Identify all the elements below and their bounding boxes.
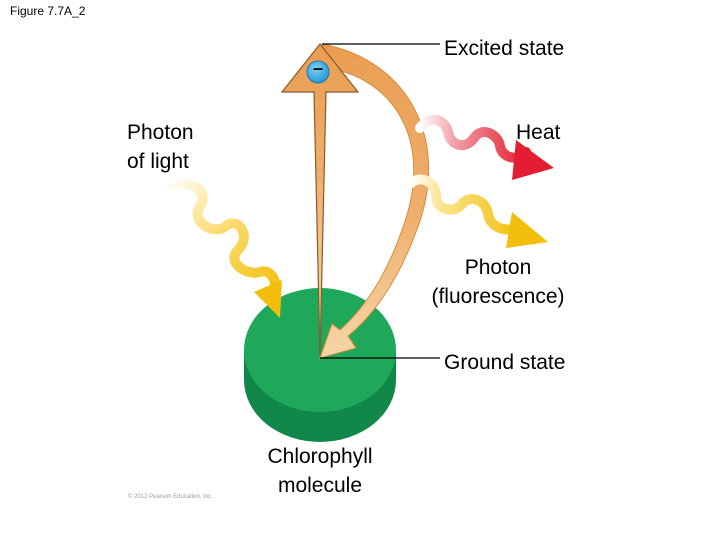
fluorescence-arrowhead	[506, 212, 548, 248]
heat-label: Heat	[516, 118, 560, 147]
copyright-notice: © 2012 Pearson Education, Inc.	[128, 494, 213, 500]
photon-of-light-line2: of light	[127, 147, 194, 176]
photon-of-light-label: Photon of light	[127, 118, 194, 176]
chlorophyll-line2: molecule	[240, 471, 400, 500]
ground-state-label: Ground state	[444, 348, 565, 377]
chlorophyll-molecule-label: Chlorophyll molecule	[240, 442, 400, 500]
figure-label: Figure 7.7A_2	[10, 4, 85, 18]
excited-state-label: Excited state	[444, 34, 564, 63]
electron-minus-sign: –	[310, 58, 326, 79]
photon-fluorescence-line1: Photon	[410, 253, 586, 282]
photon-fluorescence-line2: (fluorescence)	[410, 282, 586, 311]
incoming-photon-wave	[166, 183, 282, 318]
photon-fluorescence-label: Photon (fluorescence)	[410, 253, 586, 311]
photon-of-light-line1: Photon	[127, 118, 194, 147]
fluorescence-photon-wave	[410, 180, 548, 248]
chlorophyll-line1: Chlorophyll	[240, 442, 400, 471]
